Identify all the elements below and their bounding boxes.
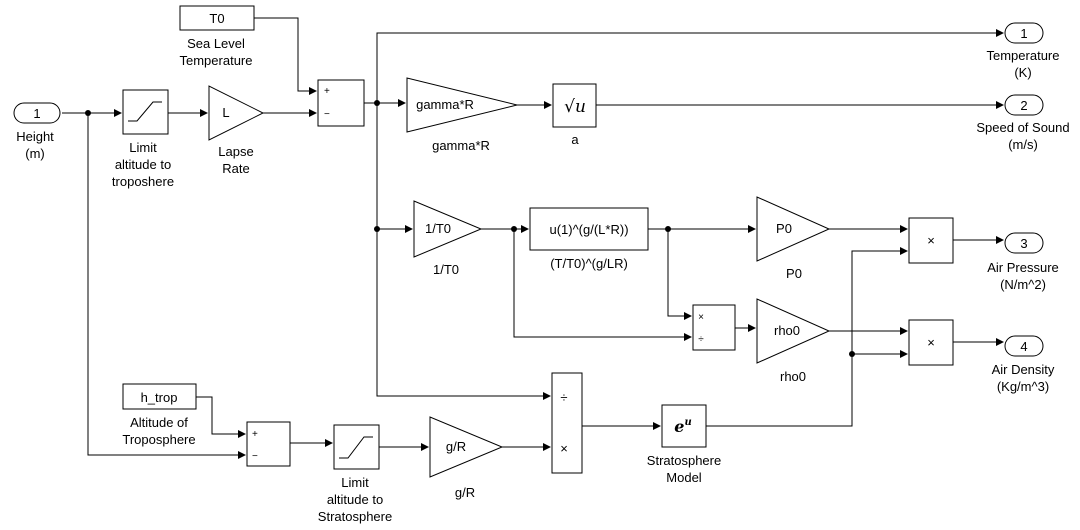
branch-point	[374, 226, 380, 232]
sum-temperature[interactable]: + −	[317, 79, 365, 127]
port-number: 1	[1020, 26, 1027, 41]
block-label: Stratosphere	[318, 509, 392, 524]
gain-p0[interactable]: P0 P0	[756, 196, 831, 281]
constant-value: h_trop	[141, 390, 178, 405]
sqrt-icon: √u	[564, 97, 586, 117]
gain-gamma-r[interactable]: gamma*R gamma*R	[406, 77, 518, 153]
port-label: Height	[16, 129, 54, 144]
constant-value: T0	[209, 11, 224, 26]
constant-t0[interactable]: T0 Sea Level Temperature	[179, 5, 255, 68]
port-number: 1	[33, 106, 40, 121]
gain-value: 1/T0	[425, 221, 451, 236]
block-label: 1/T0	[433, 262, 459, 277]
block-label: Sea Level	[187, 36, 245, 51]
sqrt-block[interactable]: √u a	[552, 83, 597, 147]
block-label: gamma*R	[432, 138, 490, 153]
minus-sign: −	[324, 109, 330, 120]
port-number: 4	[1020, 339, 1027, 354]
port-label: Speed of Sound	[976, 120, 1069, 135]
port-unit: (N/m^2)	[1000, 277, 1046, 292]
branch-point	[511, 226, 517, 232]
divide-sign: ÷	[698, 334, 704, 345]
gain-rho0[interactable]: rho0 rho0	[756, 298, 831, 384]
port-label: Temperature	[987, 48, 1060, 63]
branch-point	[374, 100, 380, 106]
outport-air-pressure[interactable]: 3 Air Pressure (N/m^2)	[987, 232, 1059, 292]
signal-lines	[62, 17, 1004, 459]
branch-point	[665, 226, 671, 232]
block-label: (T/T0)^(g/LR)	[550, 256, 628, 271]
minus-sign: −	[252, 451, 258, 462]
outport-air-density[interactable]: 4 Air Density (Kg/m^3)	[992, 335, 1055, 394]
block-label: Altitude of	[130, 415, 188, 430]
block-label: P0	[786, 266, 802, 281]
saturation-stratosphere[interactable]: Limit altitude to Stratosphere	[318, 424, 392, 524]
block-label: rho0	[780, 369, 806, 384]
plus-sign: +	[252, 429, 258, 440]
branch-point	[85, 110, 91, 116]
times-sign: ×	[927, 335, 935, 350]
block-label: a	[571, 132, 579, 147]
block-label: altitude to	[115, 157, 171, 172]
saturation-troposphere[interactable]: Limit altitude to troposhere	[112, 89, 174, 189]
port-unit: (m/s)	[1008, 137, 1038, 152]
gain-value: P0	[776, 221, 792, 236]
times-sign: ×	[927, 233, 935, 248]
block-label: Troposphere	[122, 432, 195, 447]
port-label: Air Pressure	[987, 260, 1059, 275]
port-number: 2	[1020, 98, 1027, 113]
block-label: Limit	[129, 140, 157, 155]
block-label: altitude to	[327, 492, 383, 507]
block-label: g/R	[455, 485, 475, 500]
gain-lapse-rate[interactable]: L Lapse Rate	[208, 85, 265, 176]
outport-speed-of-sound[interactable]: 2 Speed of Sound (m/s)	[976, 94, 1070, 152]
port-unit: (K)	[1014, 65, 1031, 80]
block-label: Limit	[341, 475, 369, 490]
times-sign: ×	[560, 441, 568, 456]
plus-sign: +	[324, 86, 330, 97]
branch-point	[849, 351, 855, 357]
product-pressure[interactable]: ×	[908, 217, 954, 264]
block-label: Rate	[222, 161, 249, 176]
exp-block[interactable]: eu Stratosphere Model	[647, 404, 721, 485]
times-sign: ×	[698, 312, 704, 323]
block-label: Lapse	[218, 144, 253, 159]
saturation-icon	[128, 101, 162, 122]
gain-value: L	[222, 105, 229, 120]
saturation-icon	[339, 436, 373, 459]
port-number: 3	[1020, 236, 1027, 251]
divide-block-rho[interactable]: × ÷	[692, 304, 736, 351]
power-fcn-block[interactable]: u(1)^(g/(L*R)) (T/T0)^(g/LR)	[529, 207, 649, 271]
product-density[interactable]: ×	[908, 319, 954, 366]
port-unit: (Kg/m^3)	[997, 379, 1049, 394]
port-unit: (m)	[25, 146, 45, 161]
block-label: troposhere	[112, 174, 174, 189]
fcn-expression: u(1)^(g/(L*R))	[549, 222, 628, 237]
outport-temperature[interactable]: 1 Temperature (K)	[987, 22, 1060, 80]
gain-value: rho0	[774, 323, 800, 338]
gain-inv-t0[interactable]: 1/T0 1/T0	[413, 200, 483, 277]
block-label: Temperature	[180, 53, 253, 68]
gain-value: g/R	[446, 439, 466, 454]
gain-value: gamma*R	[416, 97, 474, 112]
branch-points	[85, 100, 855, 357]
port-label: Air Density	[992, 362, 1055, 377]
divide-block-strat[interactable]: ÷ ×	[551, 372, 583, 474]
gain-g-over-r[interactable]: g/R g/R	[429, 416, 504, 500]
divide-sign: ÷	[560, 390, 567, 405]
block-label: Model	[666, 470, 702, 485]
block-label: Stratosphere	[647, 453, 721, 468]
constant-h-trop[interactable]: h_trop Altitude of Troposphere	[122, 383, 197, 447]
inport-height[interactable]: 1 Height (m)	[13, 102, 61, 161]
sum-altitude[interactable]: + −	[246, 421, 291, 467]
